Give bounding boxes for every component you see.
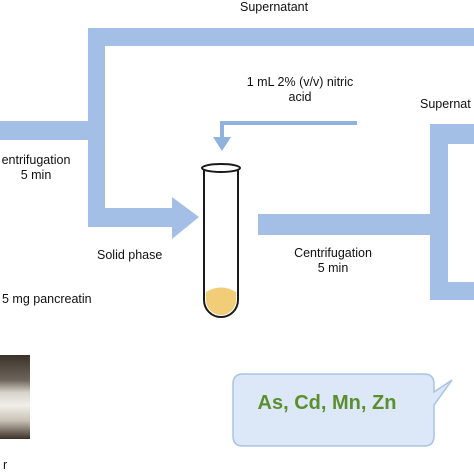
nitric-acid-line-1: 1 mL 2% (v/v) nitric: [246, 75, 354, 89]
centrifugation-left-line-1: entrifugation: [1, 153, 71, 167]
centrifugation-left-label: entrifugation 5 min: [0, 153, 72, 183]
supernatant-loop-arrow: [0, 28, 474, 239]
supernatant-top-label: Supernatant: [240, 0, 309, 14]
nitric-acid-label: 1 mL 2% (v/v) nitric acid: [225, 75, 375, 105]
result-speech-bubble: [232, 373, 453, 447]
centrifugation-right-line-1: Centrifugation: [294, 246, 372, 260]
bottom-left-fragment-label: r: [3, 458, 8, 472]
supernatant-right-flow-arrow: [258, 124, 474, 300]
nitric-acid-line-2: acid: [288, 90, 312, 104]
result-elements-text: As, Cd, Mn, Zn: [257, 392, 397, 414]
supernatant-right-label: Supernat: [420, 97, 471, 111]
test-tube-icon: [201, 163, 241, 318]
centrifugation-left-line-2: 5 min: [20, 168, 52, 182]
nitric-acid-arrowhead: [213, 137, 231, 151]
solid-phase-label: Solid phase: [97, 248, 163, 262]
nitric-acid-arrow: [220, 121, 357, 138]
sample-photo: [0, 355, 30, 439]
centrifugation-right-label: Centrifugation 5 min: [283, 246, 383, 276]
centrifugation-right-line-2: 5 min: [317, 261, 349, 275]
pancreatin-label: 5 mg pancreatin: [2, 292, 92, 306]
